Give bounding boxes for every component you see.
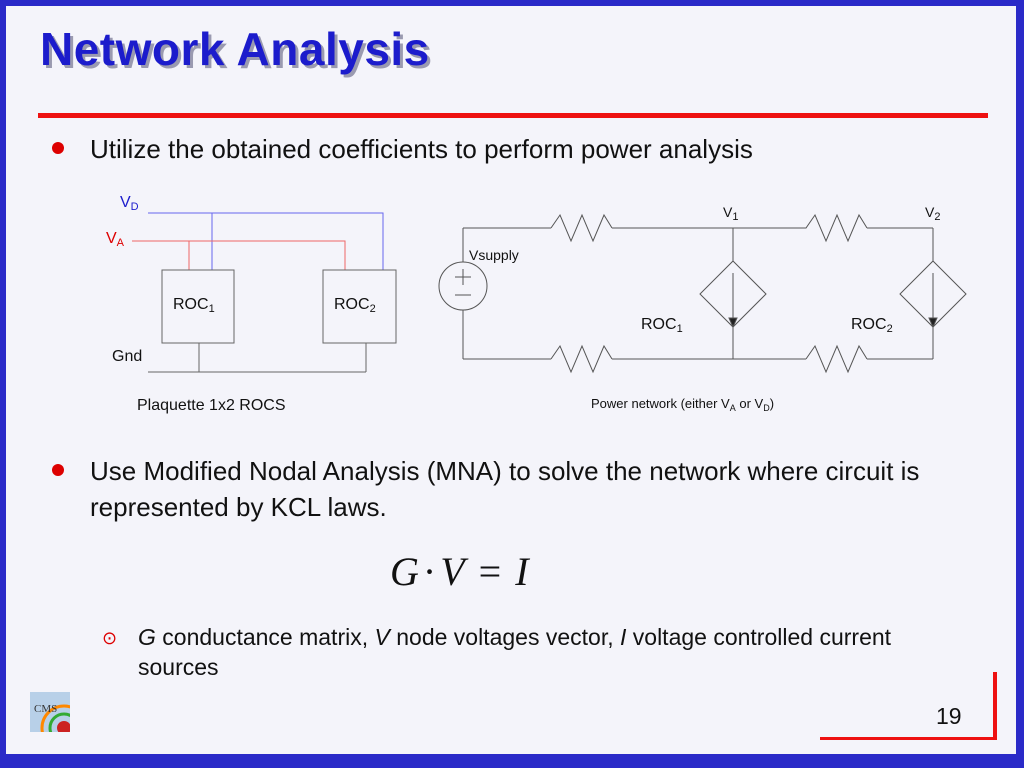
- vd-label: VD: [120, 194, 139, 213]
- mna-equation: G·V=I: [390, 549, 529, 594]
- bullet-1-text: Utilize the obtained coefficients to per…: [90, 134, 753, 164]
- roc2-box: [322, 269, 397, 344]
- va-label: VA: [106, 230, 125, 249]
- vsupply-source: [438, 261, 488, 311]
- roc1-network-label: ROC1: [641, 316, 683, 335]
- corner-bar-vertical: [993, 672, 997, 740]
- cms-logo-icon: CMS: [30, 692, 70, 732]
- resistor-top-right: [783, 213, 868, 243]
- corner-bar-horizontal: [820, 737, 997, 740]
- title-underline: [38, 113, 988, 118]
- va-line: [132, 240, 346, 270]
- v1-label: V1: [723, 204, 739, 223]
- roc1-label: ROC1: [173, 296, 215, 315]
- plaquette-caption: Plaquette 1x2 ROCS: [137, 397, 286, 414]
- slide: [6, 6, 1016, 754]
- resistor-bottom-left: [550, 344, 613, 374]
- sub-bullet-text: G conductance matrix, V node voltages ve…: [138, 624, 892, 680]
- svg-text:CMS: CMS: [34, 703, 57, 715]
- bottom-band: [0, 754, 1024, 768]
- bullet-dot: [52, 464, 64, 476]
- vd-line: [148, 212, 384, 270]
- power-network-caption: Power network (either VA or VD): [591, 396, 775, 413]
- vsupply-label: Vsupply: [469, 247, 519, 263]
- power-network-diagram: [438, 213, 967, 374]
- v2-label: V2: [925, 204, 941, 223]
- page-number: 19: [936, 703, 962, 729]
- slide-title: Network Analysis: [40, 23, 430, 75]
- sub-bullet-marker: ⊙: [102, 628, 118, 648]
- plaquette-diagram: [132, 212, 397, 373]
- gnd-label: Gnd: [112, 348, 143, 365]
- roc2-network-label: ROC2: [851, 316, 893, 335]
- resistor-top-left: [550, 213, 613, 243]
- roc1-box: [161, 269, 235, 344]
- roc2-label: ROC2: [334, 296, 376, 315]
- bullet-2-text: Use Modified Nodal Analysis (MNA) to sol…: [90, 456, 920, 522]
- resistor-bottom-right: [805, 344, 868, 374]
- bullet-dot: [52, 142, 64, 154]
